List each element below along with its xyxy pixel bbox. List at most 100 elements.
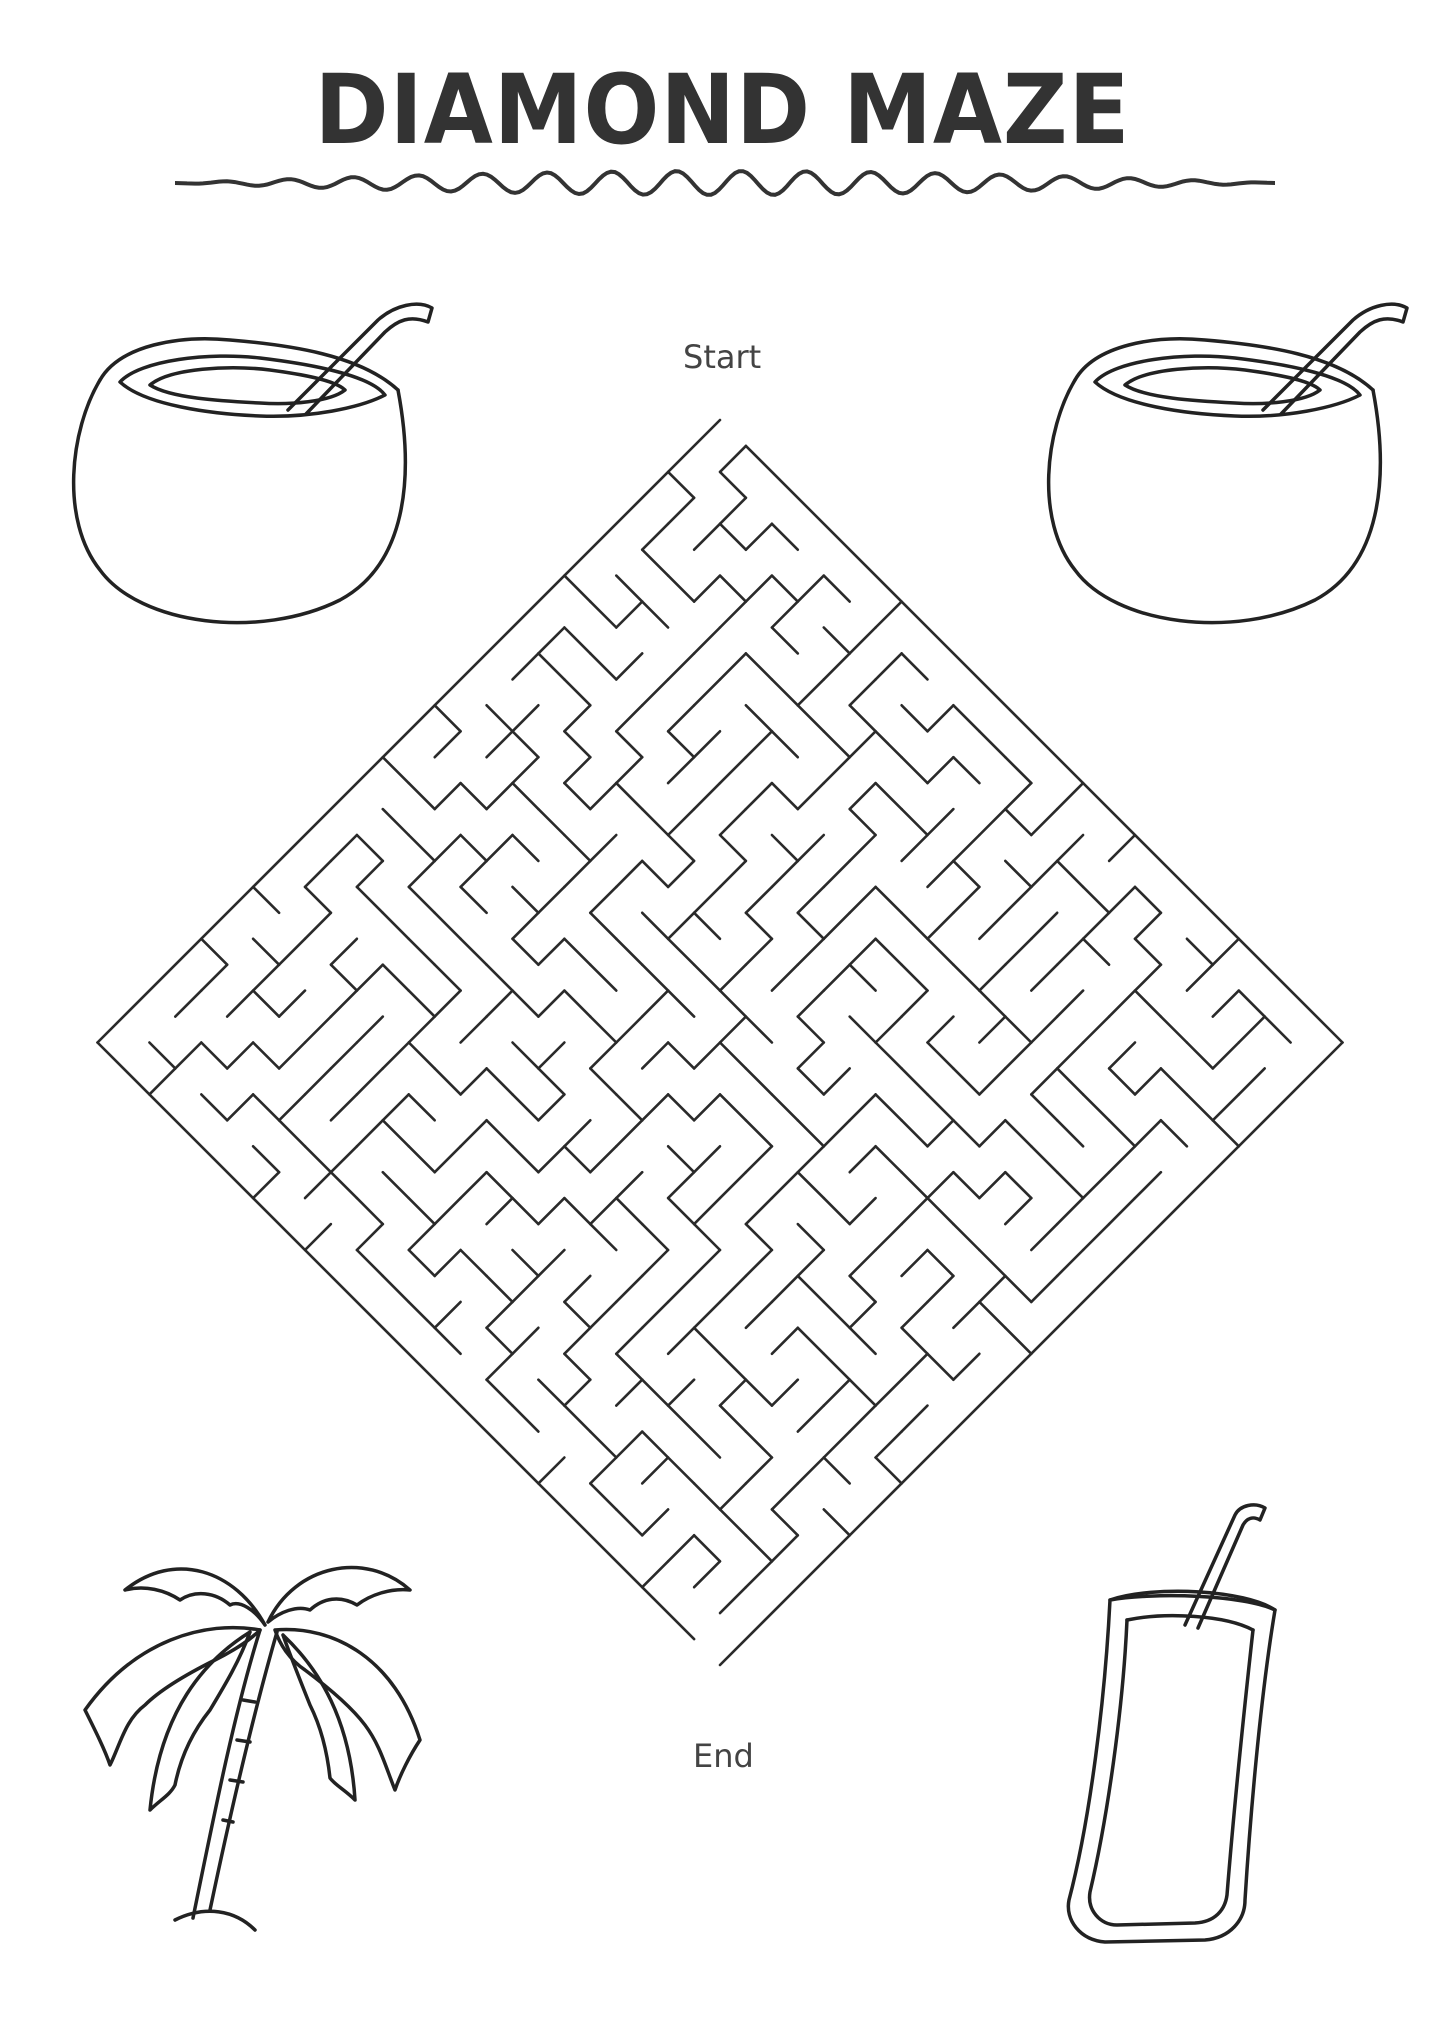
- maze-wall: [666, 1456, 696, 1485]
- maze-wall: [537, 1196, 566, 1226]
- maze-wall: [537, 1093, 566, 1122]
- maze-wall: [874, 885, 903, 915]
- maze-wall: [407, 1041, 437, 1070]
- maze-wall: [1185, 1041, 1215, 1070]
- maze-wall: [692, 1041, 722, 1070]
- maze-wall: [1185, 963, 1215, 992]
- maze-wall: [770, 729, 800, 759]
- maze-wall: [640, 1560, 670, 1589]
- maze-wall: [822, 1119, 852, 1148]
- maze-wall: [692, 522, 722, 552]
- maze-wall: [1030, 1067, 1059, 1096]
- maze-wall: [485, 781, 514, 811]
- maze-wall: [1081, 1015, 1111, 1044]
- maze-wall: [381, 1170, 411, 1200]
- maze-wall: [796, 1456, 826, 1485]
- maze-wall: [1185, 937, 1215, 967]
- maze-wall: [277, 1119, 307, 1148]
- maze-wall: [1003, 1119, 1033, 1148]
- maze-wall: [563, 1378, 592, 1407]
- maze-wall: [718, 1274, 748, 1304]
- maze-wall: [770, 1326, 800, 1356]
- maze-wall: [1030, 1145, 1059, 1174]
- maze-wall: [511, 885, 540, 915]
- maze-wall: [952, 1170, 981, 1200]
- maze-wall: [251, 1041, 281, 1070]
- maze-wall: [614, 937, 644, 967]
- maze-wall: [952, 1119, 981, 1148]
- maze-wall: [874, 781, 903, 811]
- maze-wall: [329, 833, 359, 863]
- maze-wall: [822, 1300, 852, 1330]
- maze-wall: [1055, 1170, 1085, 1200]
- maze-wall: [848, 678, 877, 707]
- maze-wall: [1211, 937, 1241, 967]
- maze-wall: [1133, 963, 1163, 992]
- page-title: DIAMOND MAZE: [314, 54, 1131, 166]
- maze-wall: [770, 1274, 800, 1304]
- maze-wall: [433, 729, 462, 759]
- palm-tree-icon: [83, 1565, 422, 1932]
- maze-wall: [744, 937, 774, 967]
- maze-wall: [640, 1508, 670, 1537]
- maze-wall: [459, 1170, 488, 1200]
- maze-wall: [796, 1404, 826, 1433]
- maze-wall: [640, 678, 670, 707]
- maze-wall: [303, 885, 333, 915]
- maze-wall: [744, 1534, 774, 1563]
- maze-wall: [718, 1352, 748, 1381]
- maze-wall: [952, 885, 981, 915]
- maze-wall: [666, 574, 696, 603]
- maze-wall: [848, 1326, 877, 1356]
- maze-wall: [1003, 807, 1033, 837]
- maze-wall: [511, 989, 540, 1018]
- maze-wall: [1055, 859, 1085, 889]
- maze-wall: [770, 1508, 800, 1537]
- maze-wall: [900, 1067, 929, 1096]
- maze-wall: [926, 1352, 955, 1381]
- maze-wall: [666, 470, 696, 500]
- maze-wall: [848, 1404, 877, 1433]
- maze-wall: [822, 574, 852, 603]
- maze-wall: [588, 1430, 618, 1459]
- maze-wall: [588, 1145, 618, 1174]
- maze-wall: [796, 703, 826, 733]
- maze-wall: [355, 833, 385, 863]
- maze-wall: [926, 911, 955, 941]
- maze-wall: [381, 755, 411, 785]
- maze-wall: [537, 1145, 566, 1174]
- maze-wall: [459, 885, 488, 915]
- maze-wall: [614, 1196, 644, 1226]
- maze-wall: [588, 1067, 618, 1096]
- maze-wall: [666, 1093, 696, 1122]
- maze-wall: [770, 626, 800, 655]
- maze-wall: [1030, 963, 1059, 992]
- maze-wall: [355, 963, 385, 992]
- maze-wall: [692, 1326, 722, 1356]
- maze-wall: [848, 1378, 877, 1407]
- maze-wall: [563, 729, 592, 759]
- maze-wall: [900, 1326, 929, 1356]
- maze-wall: [952, 963, 981, 992]
- maze-wall: [1185, 1093, 1215, 1122]
- maze-wall: [1107, 1067, 1137, 1096]
- maze-wall: [225, 1093, 255, 1122]
- maze-wall: [900, 1196, 929, 1226]
- maze-wall: [251, 1145, 281, 1174]
- maze-wall: [848, 1196, 877, 1226]
- maze-wall: [796, 781, 826, 811]
- maze-wall: [614, 1378, 644, 1407]
- maze-wall: [796, 1067, 826, 1096]
- maze-wall: [303, 911, 333, 941]
- maze-wall: [1107, 833, 1137, 863]
- maze-wall: [770, 522, 800, 552]
- maze-wall: [666, 496, 696, 526]
- maze-wall: [926, 1248, 955, 1278]
- maze-wall: [744, 911, 774, 941]
- maze-wall: [614, 1274, 644, 1304]
- maze-wall: [588, 1482, 618, 1511]
- maze-wall: [926, 807, 955, 837]
- maze-wall: [874, 1041, 903, 1070]
- maze-wall: [251, 885, 281, 915]
